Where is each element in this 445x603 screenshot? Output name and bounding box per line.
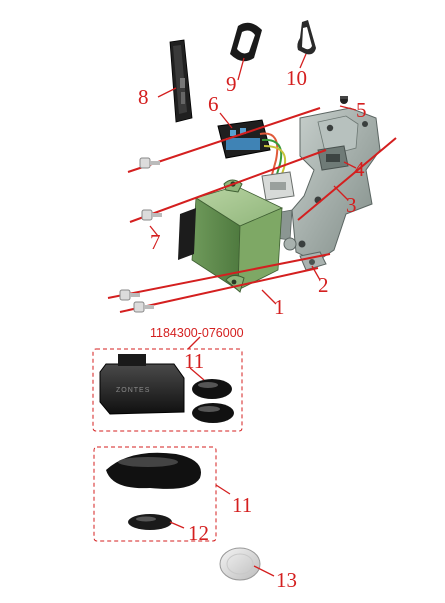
callout-11-upper: 11	[184, 349, 204, 373]
module-brand-label: ZONTES	[116, 387, 150, 394]
callout-6: 6	[208, 92, 219, 116]
callout-12: 12	[188, 521, 209, 545]
kit-group-1184300-076000: ZONTES	[92, 336, 243, 432]
part-1-ecu-module	[178, 179, 283, 293]
axis-lines	[107, 107, 397, 313]
screw	[119, 289, 140, 301]
part-13-coin-cell	[219, 547, 261, 581]
kit-group-lower	[93, 446, 231, 542]
part-8-clip	[169, 39, 193, 123]
callout-3: 3	[346, 193, 357, 217]
callout-9: 9	[226, 72, 237, 96]
part-9-rubber-band	[230, 22, 262, 62]
leader-lines	[149, 53, 357, 577]
callout-2: 2	[318, 273, 329, 297]
callout-5: 5	[356, 98, 367, 122]
part-7-screws	[119, 157, 162, 313]
screw	[139, 157, 160, 169]
callout-4: 4	[354, 157, 365, 181]
part-10-tag	[297, 20, 316, 55]
part-6-connector	[217, 119, 295, 201]
part-5-bolt	[340, 96, 348, 104]
kit-part-number: 1184300-076000	[150, 326, 244, 340]
callout-8: 8	[138, 85, 149, 109]
part-12-grommet	[128, 514, 172, 530]
ecu-module-black: ZONTES	[99, 354, 185, 415]
screw	[141, 209, 162, 221]
callout-11-lower: 11	[232, 493, 252, 517]
callout-1: 1	[274, 295, 285, 319]
part-4-bracket-clip	[317, 145, 349, 171]
callout-13: 13	[276, 568, 297, 592]
callout-10: 10	[286, 66, 307, 90]
callout-7: 7	[150, 230, 161, 254]
part-11-caps-small	[192, 379, 234, 423]
screw	[133, 301, 154, 313]
callouts: 8 9 10 6 5 4 3 7 2 1 1184300-076000 11 1…	[138, 66, 367, 592]
part-11-cap-large	[106, 452, 201, 489]
